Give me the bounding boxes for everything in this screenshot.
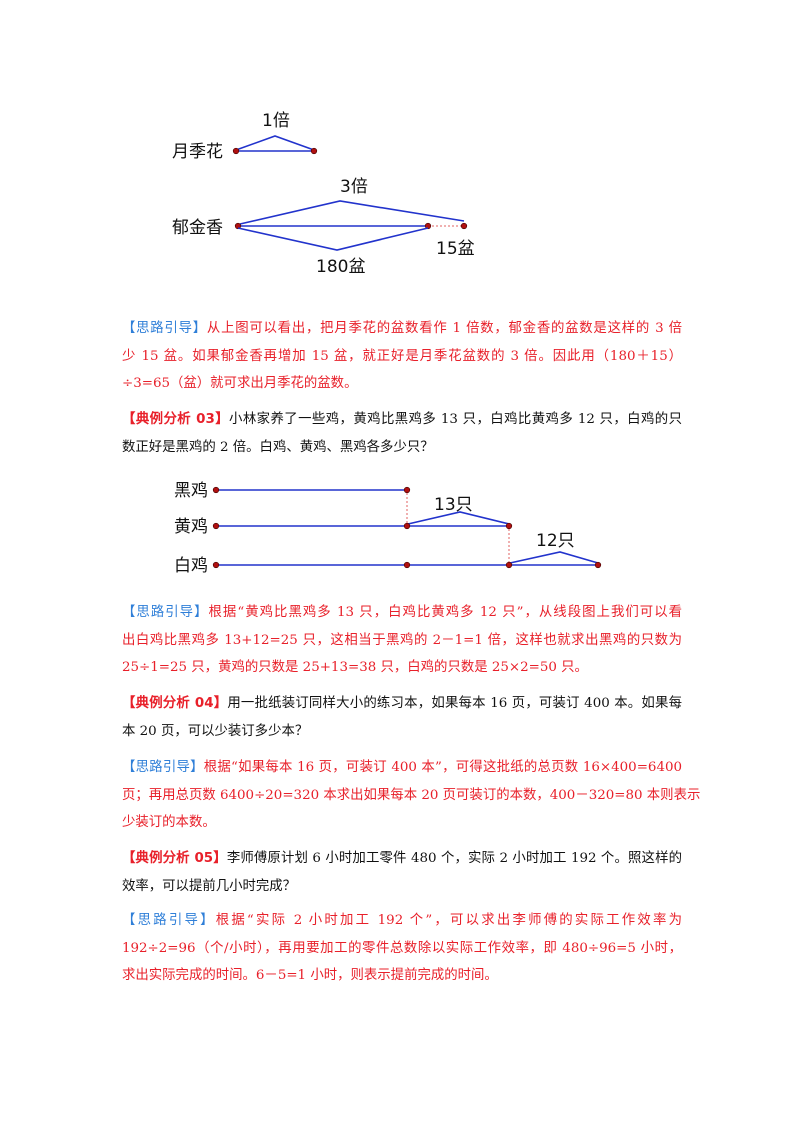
tulip-label: 郁金香 xyxy=(172,218,223,238)
rose-label: 月季花 xyxy=(172,142,223,162)
hint-tag: 【思路引导】 xyxy=(122,760,204,775)
rose-end-dot xyxy=(310,147,318,155)
diff-13-brace xyxy=(407,511,510,525)
flower-line-diagram: 1倍 月季花 3倍 郁金香 15盆 180盆 xyxy=(172,111,475,277)
example-04-line-1: 【典例分析 04】用一批纸装订同样大小的练习本，如果每本 16 页，可装订 40… xyxy=(122,696,683,711)
hint-tag: 【思路引导】 xyxy=(122,913,216,928)
hint-3-line-2: 页；再用总页数 6400÷20=320 本求出如果每本 20 页可装订的本数，4… xyxy=(122,787,701,803)
rose-start-dot xyxy=(232,147,240,155)
tulip-multiple-label: 3倍 xyxy=(340,177,368,197)
white-mid2-dot xyxy=(505,561,513,569)
hint-4: 【思路引导】根据“实际 2 小时加工 192 个”，可以求出李师傅的实际工作效率… xyxy=(122,907,682,990)
yellow-chicken-label: 黄鸡 xyxy=(174,517,208,537)
total-brace xyxy=(237,227,429,251)
example-04: 【典例分析 04】用一批纸装订同样大小的练习本，如果每本 16 页，可装订 40… xyxy=(122,690,682,745)
hint-2-line-2: 出白鸡比黑鸡多 13+12=25 只，这相当于黑鸡的 2－1=1 倍，这样也就求… xyxy=(122,632,682,648)
diff-13-label: 13只 xyxy=(434,495,473,515)
hint-2-line-1: 【思路引导】根据“黄鸡比黑鸡多 13 只，白鸡比黄鸡多 12 只”，从线段图上我… xyxy=(122,605,683,620)
example-03: 【典例分析 03】小林家养了一些鸡，黄鸡比黑鸡多 13 只，白鸡比黄鸡多 12 … xyxy=(122,406,682,461)
total-label: 180盆 xyxy=(316,257,365,277)
yellow-start-dot xyxy=(212,522,220,530)
yellow-end-dot xyxy=(505,522,513,530)
hint-3: 【思路引导】根据“如果每本 16 页，可装订 400 本”，可得这批纸的总页数 … xyxy=(122,754,701,837)
rose-brace xyxy=(235,135,315,151)
hint-2: 【思路引导】根据“黄鸡比黑鸡多 13 只，白鸡比黄鸡多 12 只”，从线段图上我… xyxy=(122,599,682,682)
example-05-line-1: 【典例分析 05】李师傅原计划 6 小时加工零件 480 个，实际 2 小时加工… xyxy=(122,851,682,866)
white-end-dot xyxy=(594,561,602,569)
rose-multiple-label: 1倍 xyxy=(262,111,290,131)
black-chicken-label: 黑鸡 xyxy=(174,481,208,501)
hint-4-line-3: 求出实际完成的时间。6－5=1 小时，则表示提前完成的时间。 xyxy=(122,968,498,983)
white-mid1-dot xyxy=(403,561,411,569)
example-05-line-2: 效率，可以提前几小时完成？ xyxy=(122,878,297,894)
black-end-dot xyxy=(403,486,411,494)
diff-12-label: 12只 xyxy=(536,531,575,551)
hint-tag: 【思路引导】 xyxy=(122,321,207,336)
hint-4-line-2: 192÷2=96（个/小时），再用要加工的零件总数除以实际工作效率，即 480÷… xyxy=(122,940,682,956)
tulip-end-dot xyxy=(460,222,468,230)
example-tag: 【典例分析 03】 xyxy=(122,412,230,427)
example-tag: 【典例分析 04】 xyxy=(122,696,228,711)
short-label: 15盆 xyxy=(436,239,475,259)
example-tag: 【典例分析 05】 xyxy=(122,851,227,866)
hint-1-line-2: 少 15 盆。如果郁金香再增加 15 盆，就正好是月季花盆数的 3 倍。因此用（… xyxy=(122,348,682,364)
hint-3-line-1: 【思路引导】根据“如果每本 16 页，可装订 400 本”，可得这批纸的总页数 … xyxy=(122,760,682,775)
example-03-line-1: 【典例分析 03】小林家养了一些鸡，黄鸡比黑鸡多 13 只，白鸡比黄鸡多 12 … xyxy=(122,412,682,427)
yellow-mid-dot xyxy=(403,522,411,530)
hint-3-line-3: 少装订的本数。 xyxy=(122,815,216,830)
chicken-line-diagram: 黑鸡 13只 黄鸡 12只 白鸡 xyxy=(174,481,602,576)
hint-4-line-1: 【思路引导】根据“实际 2 小时加工 192 个”，可以求出李师傅的实际工作效率… xyxy=(122,913,683,928)
hint-2-line-3: 25÷1=25 只，黄鸡的只数是 25+13=38 只，白鸡的只数是 25×2=… xyxy=(122,660,588,675)
white-start-dot xyxy=(212,561,220,569)
white-chicken-label: 白鸡 xyxy=(174,556,208,576)
example-03-line-2: 数正好是黑鸡的 2 倍。白鸡、黄鸡、黑鸡各多少只？ xyxy=(122,439,434,455)
hint-1: 【思路引导】从上图可以看出，把月季花的盆数看作 1 倍数，郁金香的盆数是这样的 … xyxy=(122,315,682,398)
example-04-line-2: 本 20 页，可以少装订多少本？ xyxy=(122,723,309,739)
example-05: 【典例分析 05】李师傅原计划 6 小时加工零件 480 个，实际 2 小时加工… xyxy=(122,845,682,900)
diff-12-brace xyxy=(509,551,599,564)
hint-tag: 【思路引导】 xyxy=(122,605,209,620)
black-start-dot xyxy=(212,486,220,494)
hint-1-line-3: ÷3=65（盆）就可求出月季花的盆数。 xyxy=(122,376,358,391)
hint-1-line-1: 【思路引导】从上图可以看出，把月季花的盆数看作 1 倍数，郁金香的盆数是这样的 … xyxy=(122,321,682,336)
tulip-brace xyxy=(239,200,465,225)
